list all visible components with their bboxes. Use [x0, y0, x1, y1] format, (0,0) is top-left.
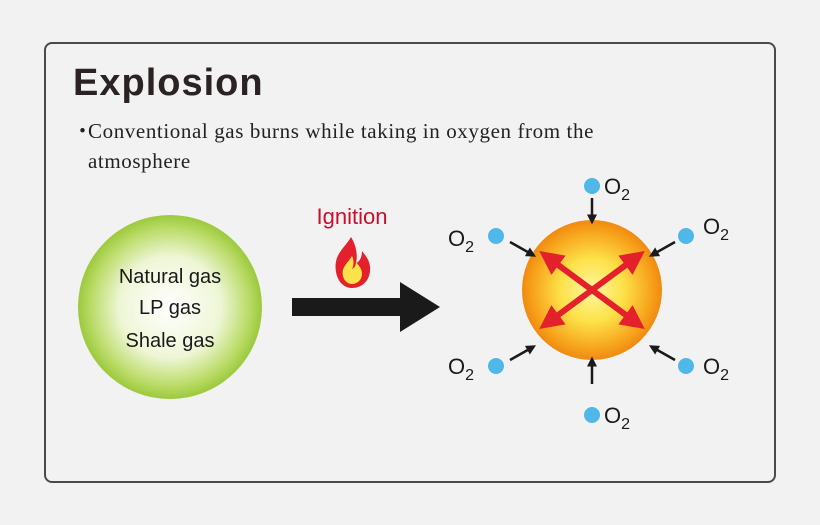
oxygen-letter: O: [448, 226, 465, 251]
oxygen-subscript: 2: [621, 416, 630, 433]
gas-type-natural: Natural gas: [119, 266, 221, 288]
oxygen-arrow-top-left: [509, 240, 537, 257]
oxygen-letter: O: [604, 174, 621, 199]
oxygen-dot: [678, 358, 694, 374]
description: ・Conventional gas burns while taking in …: [72, 116, 762, 176]
reaction-arrow: [292, 282, 440, 332]
oxygen-letter: O: [604, 403, 621, 428]
description-line-1: Conventional gas burns while taking in o…: [88, 119, 594, 143]
oxygen-arrow-top-right: [648, 240, 676, 257]
oxygen-label: O2: [703, 214, 729, 244]
oxygen-subscript: 2: [465, 239, 474, 256]
oxygen-label: O2: [703, 354, 729, 384]
oxygen-top-left: O2: [448, 226, 504, 256]
oxygen-letter: O: [703, 214, 720, 239]
oxygen-top: O2: [584, 174, 630, 204]
gas-type-lp: LP gas: [139, 297, 201, 319]
oxygen-subscript: 2: [621, 187, 630, 204]
oxygen-dot: [678, 228, 694, 244]
red-arrow-down-right: [590, 287, 645, 329]
flame-icon: [335, 237, 371, 288]
oxygen-arrow-bottom-left: [509, 345, 537, 362]
oxygen-top-right: O2: [678, 214, 729, 244]
oxygen-subscript: 2: [465, 367, 474, 384]
gas-type-shale: Shale gas: [126, 330, 215, 352]
oxygen-bottom-right: O2: [678, 354, 729, 384]
oxygen-label: O2: [448, 354, 474, 384]
description-line-2: atmosphere: [88, 149, 191, 173]
oxygen-subscript: 2: [720, 227, 729, 244]
oxygen-dot: [584, 178, 600, 194]
oxygen-dot: [488, 228, 504, 244]
red-arrow-up-left: [539, 251, 594, 293]
ignition-label: Ignition: [317, 204, 388, 229]
gas-sphere: Natural gas LP gas Shale gas: [78, 215, 262, 399]
oxygen-dot: [584, 407, 600, 423]
gas-sphere-circle: [78, 215, 262, 399]
oxygen-dot: [488, 358, 504, 374]
page-title: Explosion: [73, 62, 264, 104]
oxygen-label: O2: [448, 226, 474, 256]
outward-arrows: [539, 251, 645, 329]
oxygen-label: O2: [604, 174, 630, 204]
oxygen-arrow-bottom-right: [648, 345, 676, 362]
oxygen-letter: O: [703, 354, 720, 379]
red-arrow-down-left: [539, 287, 594, 329]
oxygen-letter: O: [448, 354, 465, 379]
oxygen-bottom-left: O2: [448, 354, 504, 384]
bullet-marker: ・: [72, 119, 94, 143]
oxygen-subscript: 2: [720, 367, 729, 384]
oxygen-bottom: O2: [584, 403, 630, 433]
oxygen-label: O2: [604, 403, 630, 433]
inward-arrows: [509, 198, 676, 384]
red-arrow-up-right: [590, 251, 645, 293]
